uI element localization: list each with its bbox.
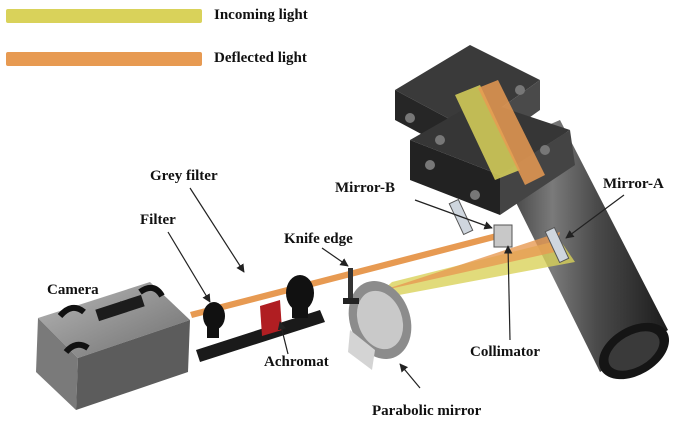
parabolic-mirror-label: Parabolic mirror [372,403,482,419]
camera-label: Camera [47,282,99,298]
optical-rail [196,300,325,362]
achromat-label: Achromat [264,354,329,370]
leader-lines [120,187,625,389]
parabolic-mirror [348,281,412,370]
deflected-light-label: Deflected light [214,50,307,66]
mirror-a-label: Mirror-A [603,176,664,192]
mirror-a [544,226,570,264]
incoming-light-label: Incoming light [214,7,308,23]
grey-filter-label: Grey filter [150,168,218,184]
achromat-lens [286,275,314,318]
incoming-light-swatch [6,9,202,23]
collimator-label: Collimator [470,344,540,360]
camera [36,282,190,410]
grey-filter-holder [260,300,282,336]
focused-beam [190,232,502,318]
knife-edge [343,268,359,304]
filter-lens [203,302,225,338]
collimator [493,224,513,248]
filter-label: Filter [140,212,176,228]
mirror-b-label: Mirror-B [335,180,395,196]
deflected-light-swatch [6,52,202,66]
knife-edge-label: Knife edge [284,231,353,247]
housing-beams [455,80,545,185]
